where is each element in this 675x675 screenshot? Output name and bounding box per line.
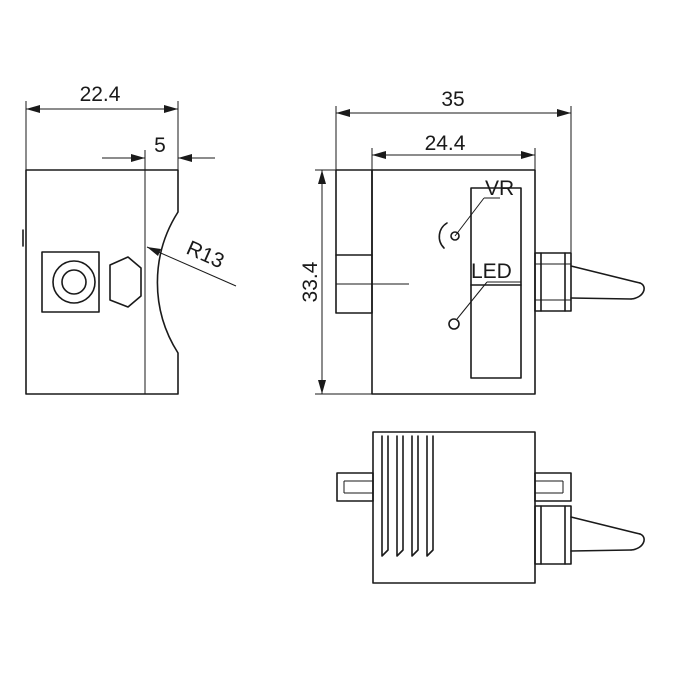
bottom-cable — [570, 516, 641, 552]
dimension-label-35: 35 — [441, 88, 464, 111]
dimension-35: 35 — [335, 88, 572, 253]
cable-gland — [534, 252, 572, 312]
dimension-33-4: 33.4 — [299, 169, 372, 395]
front-view: VR LED — [335, 169, 645, 395]
led-indicator — [448, 318, 460, 330]
vr-dial — [450, 231, 460, 241]
bottom-left-tab — [336, 472, 374, 502]
vent-slots — [381, 435, 434, 557]
mount-bracket — [335, 169, 373, 314]
bottom-view — [336, 431, 645, 584]
bottom-right-tab — [534, 472, 572, 502]
vr-adjust-icon — [438, 222, 448, 249]
dimension-label-r13: R13 — [183, 237, 228, 274]
led-label: LED — [471, 260, 512, 283]
side-view-outline — [25, 169, 179, 395]
emitter-trapezoid — [109, 256, 142, 308]
bottom-cable-gland — [534, 505, 572, 565]
vr-label: VR — [485, 177, 514, 200]
dimension-r13: R13 — [146, 237, 237, 287]
cable — [570, 265, 641, 300]
dimension-label-5: 5 — [154, 134, 166, 157]
lens-inner-circle — [61, 269, 87, 295]
indicator-window — [470, 187, 522, 379]
dimension-24-4: 24.4 — [371, 132, 536, 170]
lens-housing — [41, 251, 100, 313]
dimension-label-33-4: 33.4 — [299, 261, 322, 302]
lens-outer-circle — [52, 260, 96, 304]
dimension-label-22-4: 22.4 — [80, 83, 121, 106]
dimension-5: 5 — [102, 134, 215, 170]
side-view — [22, 160, 179, 395]
dimension-label-24-4: 24.4 — [425, 132, 466, 155]
